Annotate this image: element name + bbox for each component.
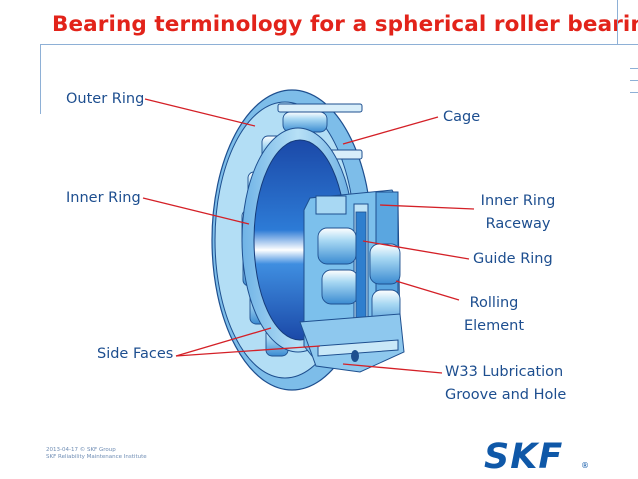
label-inner-ring-raceway-line2: Raceway	[485, 216, 551, 232]
label-guide-ring: Guide Ring	[473, 251, 553, 267]
edge-tick	[630, 80, 638, 81]
cutaway-rollers	[317, 227, 401, 331]
leader-lines	[142, 98, 475, 374]
skf-logo: SKF ®	[484, 437, 589, 473]
footer-line2: SKF Reliability Maintenance Institute	[46, 454, 147, 460]
label-inner-ring: Inner Ring	[66, 190, 141, 206]
label-cage: Cage	[443, 109, 481, 125]
edge-tick	[630, 92, 638, 93]
label-w33-line2: Groove and Hole	[445, 387, 567, 403]
footer: 2013-04-17 © SKF Group SKF Reliability M…	[46, 447, 147, 461]
label-side-faces: Side Faces	[97, 346, 174, 362]
lubrication-hole	[351, 350, 359, 362]
guide-ring	[355, 211, 367, 323]
header-vertical-rule	[40, 44, 41, 114]
logo-text: SKF	[484, 437, 563, 473]
footer-line1: 2013-04-17 © SKF Group	[46, 447, 116, 453]
label-rolling-element-line1: Rolling	[469, 295, 519, 311]
page-title: Bearing terminology for a spherical roll…	[52, 12, 638, 37]
logo-registered-mark: ®	[581, 461, 589, 470]
label-outer-ring: Outer Ring	[66, 91, 145, 107]
label-w33-line1: W33 Lubrication	[445, 364, 564, 380]
header-rule	[40, 44, 638, 45]
edge-tick	[630, 68, 638, 69]
outer-ring-front	[299, 313, 405, 373]
label-rolling-element-line2: Element	[463, 318, 525, 334]
label-inner-ring-raceway-line1: Inner Ring	[480, 193, 556, 209]
